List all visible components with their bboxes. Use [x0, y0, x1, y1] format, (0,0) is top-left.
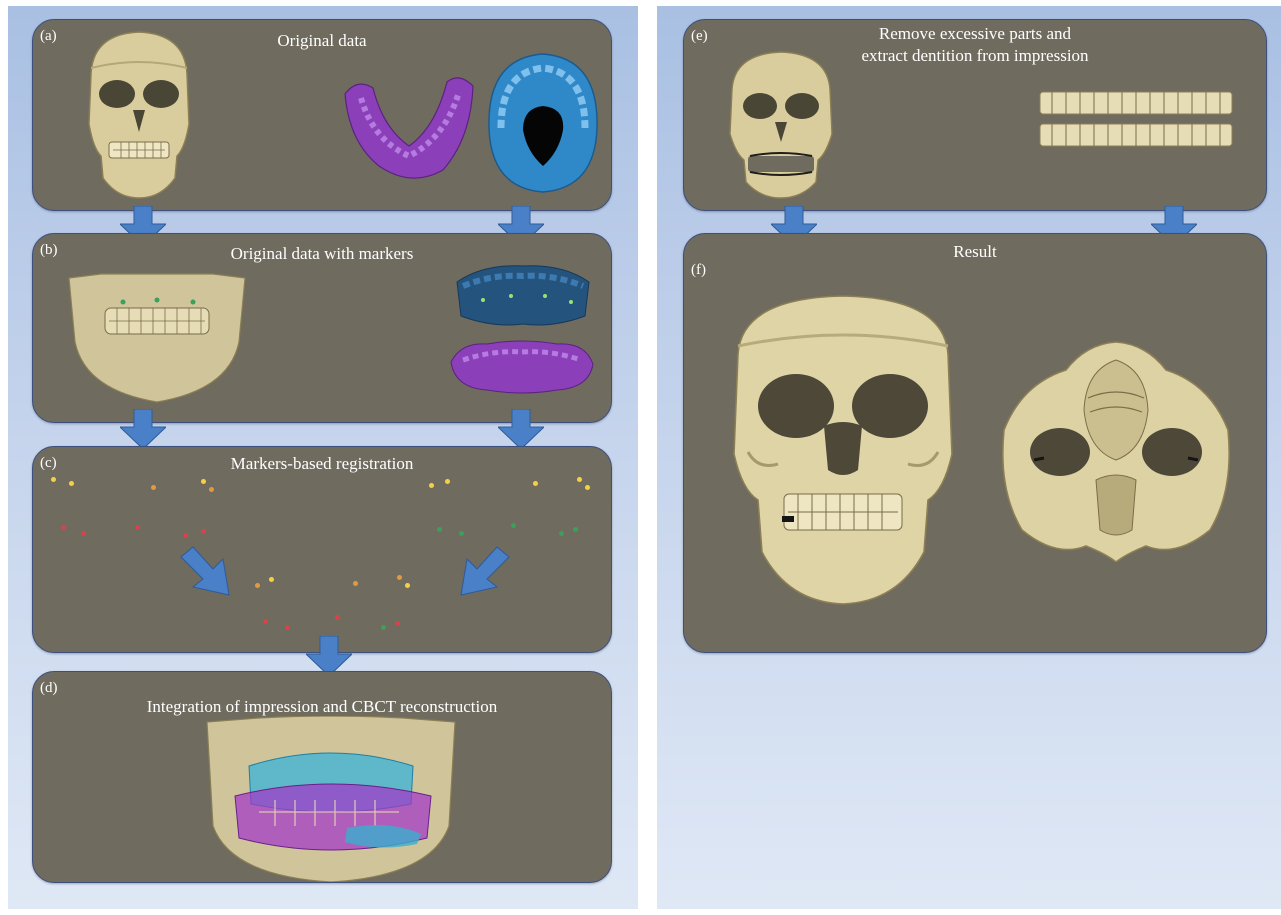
marker-dot [353, 581, 358, 586]
marker-dot [381, 625, 386, 630]
right-column: (e) Remove excessive parts and extract d… [657, 6, 1281, 909]
marker-dot [533, 481, 538, 486]
panel-a: (a) Original data [32, 19, 612, 211]
marker-dot [209, 487, 214, 492]
panel-f-title: Result [684, 241, 1266, 263]
marker-dot [263, 619, 268, 624]
jaw-image [61, 272, 253, 406]
result-skull-basal-image [996, 340, 1236, 562]
marker-dot [585, 485, 590, 490]
result-skull-frontal-image [718, 294, 968, 606]
marker-dot [135, 525, 140, 530]
marker-dot [201, 529, 206, 534]
marker-dot [511, 523, 516, 528]
skull-frontal-image [77, 28, 201, 200]
marker-dot [255, 583, 260, 588]
marker-dot [201, 479, 206, 484]
panel-c-title: Markers-based registration [33, 453, 611, 475]
marker-dot [81, 531, 86, 536]
marker-dot [397, 575, 402, 580]
marker-dot [573, 527, 578, 532]
marker-dot [429, 483, 434, 488]
marker-dot [405, 583, 410, 588]
purple-impression-markers-image [447, 336, 597, 396]
arrow-diagonal-icon [179, 545, 233, 597]
purple-impression-image [339, 58, 479, 186]
blue-impression-image [479, 48, 607, 198]
marker-dot [577, 477, 582, 482]
marker-dot [445, 479, 450, 484]
marker-dot [183, 533, 188, 538]
marker-dot [51, 477, 56, 482]
marker-dot [69, 481, 74, 486]
arrow-down-icon [120, 409, 166, 449]
panel-d: (d) Integration of impression and CBCT r… [32, 671, 612, 883]
panel-c: (c) Markers-based registration [32, 446, 612, 653]
marker-dot [395, 621, 400, 626]
marker-dot [437, 527, 442, 532]
marker-dot [459, 531, 464, 536]
arrow-down-icon [306, 636, 352, 676]
arrow-down-icon [498, 409, 544, 449]
panel-f-letter: (f) [691, 262, 706, 279]
marker-dot [269, 577, 274, 582]
skull-trimmed-image [720, 50, 842, 200]
integrated-model-image [199, 716, 463, 882]
panel-f: (f) Result [683, 233, 1267, 653]
marker-dot [61, 525, 66, 530]
panel-b: (b) Original data with markers [32, 233, 612, 423]
panel-e: (e) Remove excessive parts and extract d… [683, 19, 1267, 211]
arrow-diagonal-icon [457, 545, 511, 597]
marker-dot [559, 531, 564, 536]
panel-d-title: Integration of impression and CBCT recon… [33, 696, 611, 718]
extracted-dentition-image [1036, 86, 1236, 154]
marker-dot [151, 485, 156, 490]
panel-d-letter: (d) [40, 680, 58, 697]
left-column: (a) Original data (b) Original data [8, 6, 638, 909]
marker-dot [335, 615, 340, 620]
blue-impression-markers-image [453, 262, 593, 330]
marker-dot [285, 625, 290, 630]
